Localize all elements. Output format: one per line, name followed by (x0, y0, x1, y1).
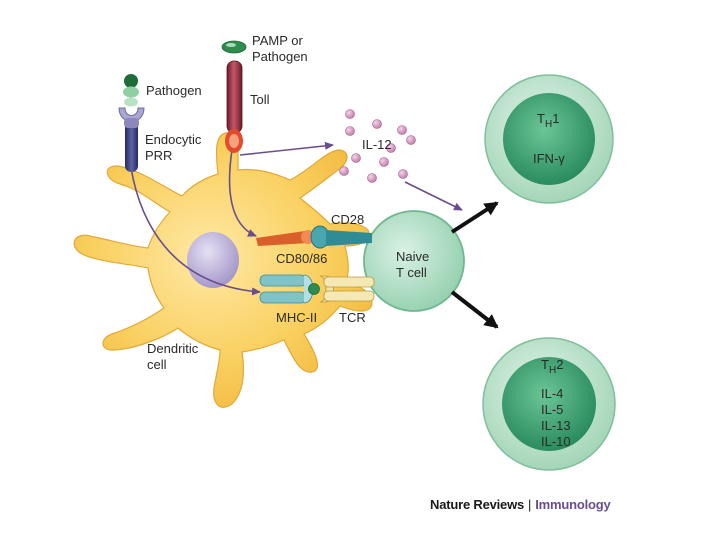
th1-cell: TH1 IFN-γ (484, 74, 614, 204)
pamp-label-line2: Pathogen (252, 49, 308, 64)
pamp-icon (221, 40, 247, 54)
endocytic-label-line1: Endocytic (145, 132, 202, 147)
cd28-label: CD28 (331, 212, 364, 227)
th2-cytokine-1: IL-4 (541, 386, 563, 401)
th2-cytokine-2: IL-5 (541, 402, 563, 417)
il12-to-th1-arrow (404, 181, 463, 211)
dendritic-label-line2: cell (147, 357, 167, 372)
antigen-peptide (308, 283, 320, 295)
toll-to-il12-arrow (239, 141, 334, 156)
pamp-highlight (226, 43, 236, 47)
mhc2-label: MHC-II (276, 310, 317, 325)
toll-label: Toll (250, 92, 270, 107)
th1-cytokine: IFN-γ (533, 151, 565, 166)
dendritic-label-line1: Dendritic (147, 341, 199, 356)
naive-label-line2: T cell (396, 265, 427, 280)
naive-to-th1-arrow (450, 201, 499, 234)
naive-t-cell (363, 210, 465, 312)
th1-label: TH1 (537, 111, 559, 130)
cd28-molecule (310, 225, 372, 249)
tcr-molecule (319, 275, 375, 303)
figure-credit: Nature Reviews|Immunology (430, 497, 611, 512)
th2-cell: TH2 IL-4 IL-5 IL-13 IL-10 (482, 337, 616, 471)
naive-label-line1: Naive (396, 249, 429, 264)
toll-receptor (225, 60, 243, 153)
prr-to-mhc-arrow (130, 167, 261, 296)
dendritic-nucleus (187, 232, 239, 288)
th2-cytokine-4: IL-10 (541, 434, 571, 449)
pathogen-label: Pathogen (146, 83, 202, 98)
endocytic-label-line2: PRR (145, 148, 172, 163)
tcr-label: TCR (339, 310, 366, 325)
credit-publisher: Nature Reviews (430, 497, 525, 512)
il12-dots (339, 109, 416, 183)
credit-separator: | (528, 497, 532, 512)
cd80-86-label: CD80/86 (276, 251, 327, 266)
th2-cytokine-3: IL-13 (541, 418, 571, 433)
th2-label: TH2 (541, 357, 563, 376)
toll-to-cd80-arrow (228, 149, 257, 237)
endocytic-prr-receptor (118, 107, 145, 172)
pathogen-on-prr (123, 74, 139, 107)
il12-label: IL-12 (362, 137, 392, 152)
credit-journal: Immunology (535, 497, 611, 512)
naive-to-th2-arrow (450, 290, 499, 329)
pamp-label-line1: PAMP or (252, 33, 303, 48)
